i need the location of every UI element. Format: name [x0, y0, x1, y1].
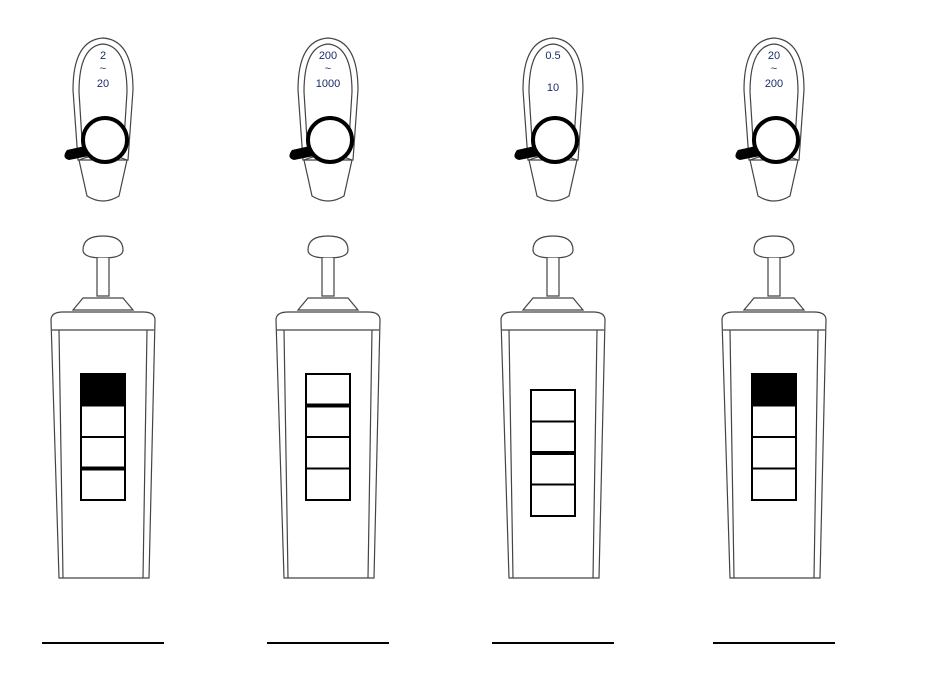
- pipette-body: [721, 311, 827, 579]
- plunger: [71, 235, 135, 311]
- range-min-label: 2: [99, 50, 107, 62]
- range-max-label: 200: [764, 78, 784, 90]
- volume-dial: [306, 116, 354, 164]
- tip-ejector-lever: [514, 146, 539, 160]
- answer-blank-line[interactable]: [42, 642, 164, 644]
- volume-digit-box: [751, 404, 797, 438]
- volume-digit-box: [530, 452, 576, 486]
- volume-digit-box: [751, 436, 797, 470]
- volume-digit-box: [80, 404, 126, 438]
- range-max-label: 10: [546, 82, 560, 94]
- volume-window: [305, 373, 351, 501]
- range-min-label: 20: [767, 50, 781, 62]
- volume-dial: [81, 116, 129, 164]
- plunger: [296, 235, 360, 311]
- volume-window: [751, 373, 797, 501]
- tip-ejector-lever: [735, 146, 760, 160]
- volume-digit-box: [530, 420, 576, 454]
- volume-digit-box: [305, 467, 351, 501]
- volume-dial: [752, 116, 800, 164]
- range-separator: ~: [770, 63, 778, 75]
- tip-ejector-lever: [289, 146, 314, 160]
- micropipette-2: 200 ~ 1000: [258, 0, 398, 686]
- volume-digit-box: [751, 467, 797, 501]
- volume-window: [80, 373, 126, 501]
- micropipette-4: 20 ~ 200: [704, 0, 844, 686]
- tip-ejector-lever: [64, 146, 89, 160]
- answer-blank-line[interactable]: [713, 642, 835, 644]
- volume-dial: [531, 116, 579, 164]
- range-max-label: 1000: [315, 78, 341, 90]
- volume-digit-box: [305, 373, 351, 407]
- volume-window: [530, 389, 576, 517]
- answer-blank-line[interactable]: [492, 642, 614, 644]
- volume-digit-box: [305, 404, 351, 438]
- pipette-body: [275, 311, 381, 579]
- range-max-label: 20: [96, 78, 110, 90]
- range-separator: ~: [99, 63, 107, 75]
- volume-digit-box: [530, 483, 576, 517]
- pipette-body: [50, 311, 156, 579]
- pipette-body: [500, 311, 606, 579]
- volume-digit-box: [305, 436, 351, 470]
- micropipette-3: 0.5 10: [483, 0, 623, 686]
- volume-digit-box: [80, 467, 126, 501]
- micropipette-1: 2 ~ 20: [33, 0, 173, 686]
- plunger: [742, 235, 806, 311]
- volume-digit-box: [80, 436, 126, 470]
- volume-digit-box: [80, 373, 126, 407]
- volume-digit-box: [751, 373, 797, 407]
- plunger: [521, 235, 585, 311]
- range-separator: ~: [324, 63, 332, 75]
- answer-blank-line[interactable]: [267, 642, 389, 644]
- range-min-label: 0.5: [545, 50, 561, 62]
- range-min-label: 200: [318, 50, 338, 62]
- volume-digit-box: [530, 389, 576, 423]
